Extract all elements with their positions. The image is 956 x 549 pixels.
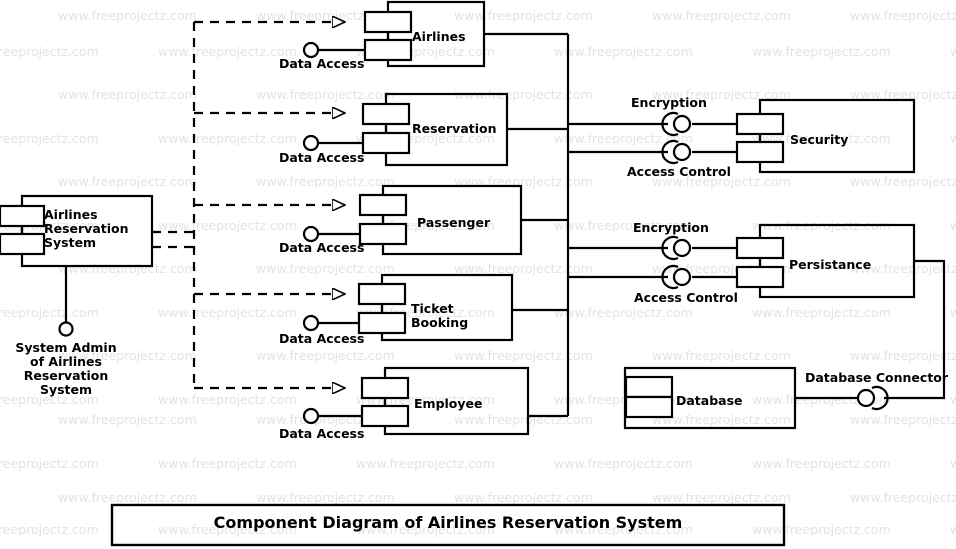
interface-label-ticket-booking-data-access: Data Access: [279, 331, 365, 346]
interface-label-persistance-encryption: Encryption: [633, 220, 709, 235]
security-port-encryption: [735, 112, 785, 136]
access-control-socket-security: [661, 139, 679, 165]
system-admin-ball: [58, 321, 74, 337]
component-label-security: Security: [790, 132, 849, 147]
component-label-database: Database: [676, 393, 743, 408]
airlines-port-required: [363, 10, 413, 34]
system-port-upper: [0, 204, 46, 228]
employee-port-required: [360, 376, 410, 400]
reservation-port-required: [361, 102, 411, 126]
reservation-port-provided: [361, 131, 411, 155]
system-admin-label: System Admin of Airlines Reservation Sys…: [15, 340, 117, 397]
passenger-port-provided: [358, 222, 408, 246]
employee-port-provided: [360, 404, 410, 428]
access-control-ball-security: [672, 142, 692, 162]
system-port-lower: [0, 232, 46, 256]
access-control-ball-persistance: [672, 267, 692, 287]
airlines-port-provided: [363, 38, 413, 62]
encryption-socket-persistance: [661, 235, 679, 261]
database-port-lower: [624, 395, 674, 419]
interface-label-reservation-data-access: Data Access: [279, 150, 365, 165]
component-label-reservation: Reservation: [412, 121, 497, 136]
airlines-data-access-ball: [302, 41, 320, 59]
database-port-upper: [624, 375, 674, 399]
interface-label-persistance-access-control: Access Control: [634, 290, 738, 305]
passenger-port-required: [358, 193, 408, 217]
encryption-socket-security: [661, 111, 679, 137]
interface-label-security-access-control: Access Control: [627, 164, 731, 179]
interface-label-airlines-data-access: Data Access: [279, 56, 365, 71]
interface-label-security-encryption: Encryption: [631, 95, 707, 110]
system-component-label: Airlines Reservation System: [44, 207, 129, 250]
database-connector-ball: [856, 388, 876, 408]
ticket-booking-data-access-ball: [302, 314, 320, 332]
persistance-port-access-control: [735, 265, 785, 289]
persistance-to-database-route: [884, 259, 946, 400]
interface-label-employee-data-access: Data Access: [279, 426, 365, 441]
passenger-data-access-ball: [302, 225, 320, 243]
database-connector-socket: [871, 385, 889, 411]
security-port-access-control: [735, 140, 785, 164]
component-label-persistance: Persistance: [789, 257, 872, 272]
employee-data-access-ball: [302, 407, 320, 425]
reservation-data-access-ball: [302, 134, 320, 152]
access-control-socket-persistance: [661, 264, 679, 290]
title-frame: [110, 503, 786, 547]
encryption-ball-security: [672, 114, 692, 134]
persistance-port-encryption: [735, 236, 785, 260]
encryption-ball-persistance: [672, 238, 692, 258]
ticket-booking-port-required: [357, 282, 407, 306]
component-label-passenger: Passenger: [417, 215, 491, 230]
label-database-connector: Database Connector: [805, 370, 949, 385]
ticket-booking-port-provided: [357, 311, 407, 335]
interface-label-passenger-data-access: Data Access: [279, 240, 365, 255]
diagram-title: Component Diagram of Airlines Reservatio…: [213, 513, 683, 532]
component-label-airlines: Airlines: [412, 29, 466, 44]
component-label-ticket-booking: Ticket Booking: [411, 301, 469, 330]
component-label-employee: Employee: [414, 396, 483, 411]
